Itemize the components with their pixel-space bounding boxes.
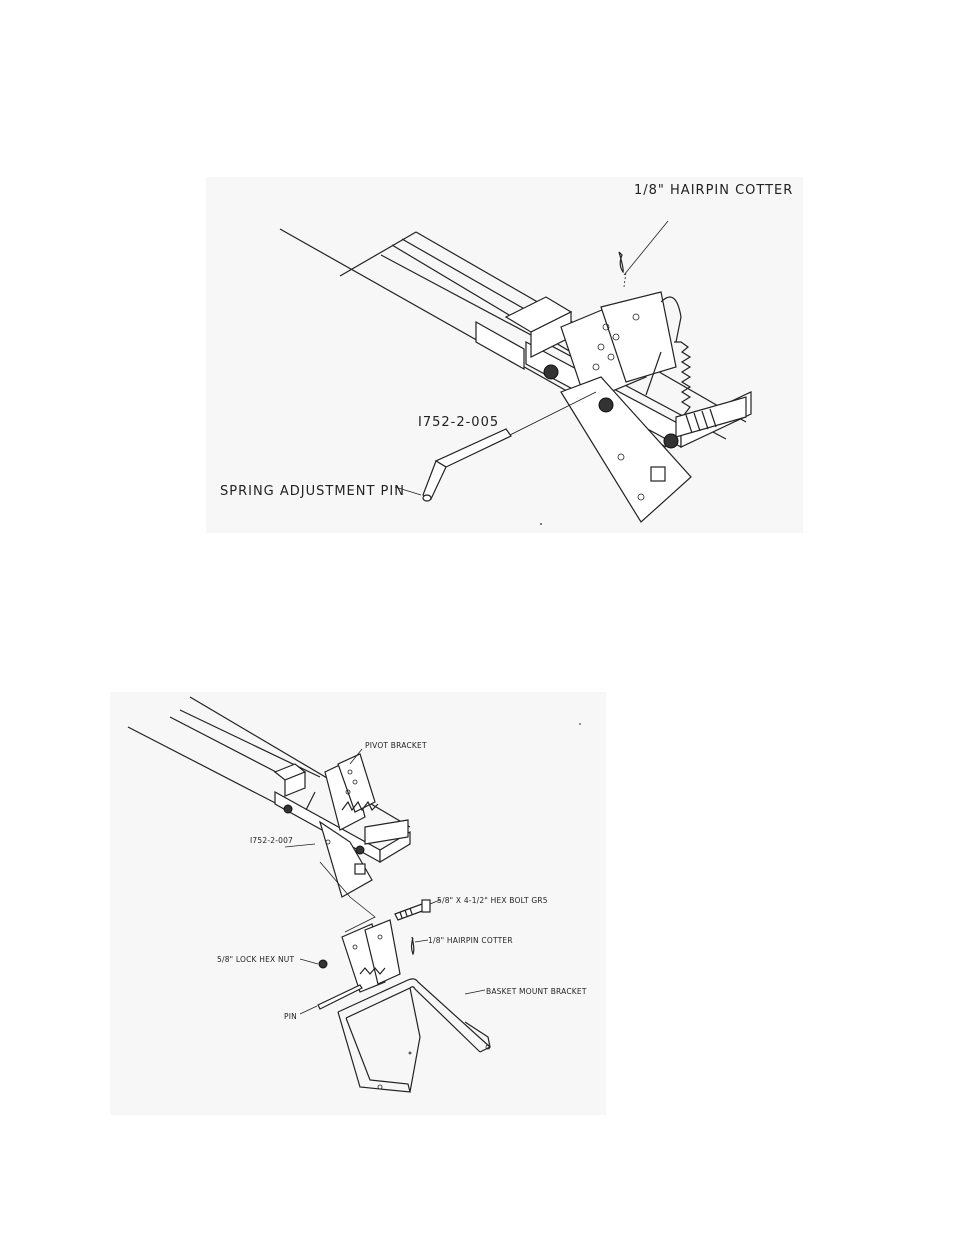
label-hairpin-cotter: 1/8" HAIRPIN COTTER (428, 936, 513, 945)
hex-nut (356, 846, 364, 854)
top-assembly-drawing: 1/8" HAIRPIN COTTER I752-2-005 SPRING AD… (206, 177, 803, 533)
hex-nut (544, 365, 558, 379)
speck (579, 723, 581, 725)
hairpin-cotter-icon (619, 252, 623, 272)
leader-line (300, 1006, 317, 1014)
hex-nut (599, 398, 613, 412)
hex-bolt-icon (395, 900, 430, 920)
label-basket-mount-bracket: BASKET MOUNT BRACKET (486, 987, 587, 996)
label-spring-adjustment-pin: SPRING ADJUSTMENT PIN (220, 484, 405, 499)
label-part-number: I752-2-005 (418, 415, 499, 430)
label-pin: PIN (284, 1012, 297, 1021)
spring-adjustment-pin-icon (423, 429, 511, 501)
label-pivot-bracket: PIVOT BRACKET (365, 741, 427, 750)
basket-mount-bracket-icon (338, 979, 490, 1092)
hairpin-cotter-icon (412, 937, 414, 954)
pin-shaft (306, 792, 315, 810)
leader-line (415, 940, 428, 942)
bottom-assembly-figure: PIVOT BRACKET I752-2-007 5/8" X 4-1/2" H… (110, 692, 606, 1115)
frame-edge-line (381, 255, 726, 439)
hex-nut (284, 805, 292, 813)
decal-plate (476, 322, 524, 369)
label-lock-hex-nut: 5/8" LOCK HEX NUT (217, 955, 294, 964)
top-assembly-figure: 1/8" HAIRPIN COTTER I752-2-005 SPRING AD… (206, 177, 803, 533)
arm-slot (651, 467, 665, 481)
leader-line (465, 990, 485, 994)
speck (540, 523, 542, 525)
leader-line (300, 959, 318, 964)
hex-nut (664, 434, 678, 448)
arm-slot (355, 864, 365, 874)
label-hex-bolt: 5/8" X 4-1/2" HEX BOLT GR5 (437, 896, 548, 905)
leader-line (624, 221, 668, 275)
lock-hex-nut-icon (319, 960, 327, 968)
label-hairpin-cotter: 1/8" HAIRPIN COTTER (634, 183, 793, 198)
bottom-assembly-drawing: PIVOT BRACKET I752-2-007 5/8" X 4-1/2" H… (110, 692, 606, 1115)
pin-icon (318, 985, 362, 1009)
label-part-number: I752-2-007 (250, 836, 293, 845)
frame-edge-line (340, 232, 416, 276)
